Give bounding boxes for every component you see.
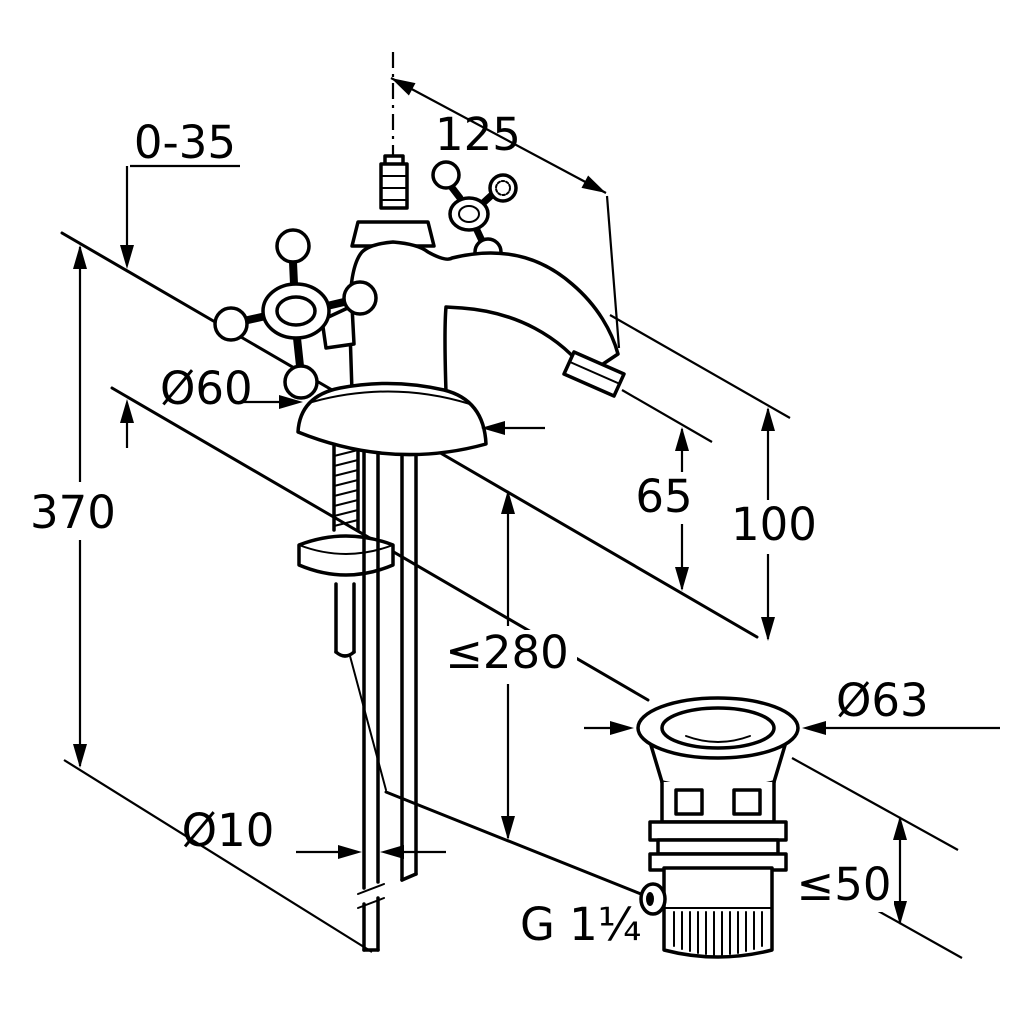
dim-label-tube-length: ≤280 — [445, 626, 569, 679]
supply-tube-front — [357, 448, 385, 952]
waste-body — [660, 782, 776, 824]
arrowhead — [338, 845, 362, 859]
dim-label-spout-height: 100 — [731, 498, 817, 551]
handle-hub — [448, 196, 490, 232]
waste-seal — [656, 838, 780, 856]
arrowhead — [802, 721, 826, 735]
supply-tube-rear — [400, 454, 418, 882]
handle-ball — [431, 160, 461, 190]
dim-label-projection: 125 — [435, 108, 521, 161]
tube-end-slant — [400, 872, 418, 882]
dim-label-height: 370 — [30, 486, 116, 539]
faucet-underdeck — [297, 444, 658, 952]
handle-hub-inner — [458, 205, 480, 223]
arrowhead — [73, 245, 87, 269]
waste-side-hole-left — [674, 788, 704, 816]
faucet-body-group — [213, 154, 626, 457]
aerator-line — [569, 361, 621, 385]
arrowhead — [675, 427, 689, 451]
popup-rod-vertical — [349, 655, 387, 791]
arrowhead — [73, 744, 87, 768]
arrowhead — [481, 421, 505, 435]
arrowhead — [893, 901, 907, 925]
dim-label-waste-diameter: Ø63 — [836, 674, 929, 727]
arrowhead — [391, 78, 416, 96]
tube-break-mark-1 — [357, 883, 385, 895]
popup-rod-diagonal — [384, 790, 658, 902]
arrowhead — [581, 175, 606, 193]
handle-ball-knurled — [488, 173, 518, 203]
waste-side-hole-right — [732, 788, 762, 816]
dim-line-125 — [390, 77, 607, 194]
tailpiece-thread-lines — [673, 911, 763, 956]
arrowhead — [761, 617, 775, 641]
left-cross-handle — [213, 228, 378, 400]
arrowhead — [120, 399, 134, 423]
ext-line-370-bottom — [63, 759, 373, 953]
handle-ball — [283, 364, 319, 400]
arrowhead — [610, 721, 634, 735]
handle-hub-inner — [275, 295, 317, 327]
dimension-lines — [73, 77, 1000, 925]
shank-thread-hatching — [333, 449, 359, 527]
shank-end-cap — [334, 650, 356, 658]
lever-lug-hole — [646, 892, 654, 906]
faucet-body-spout — [348, 240, 620, 394]
knob-shaft — [379, 162, 409, 210]
arrowhead — [501, 490, 515, 514]
mounting-nut-top-face — [298, 544, 394, 555]
dimension-labels: 125 0-35 Ø60 370 65 100 ≤280 Ø10 Ø63 ≤50… — [30, 108, 929, 951]
handle-ball — [213, 306, 249, 342]
ext-line-125 — [605, 195, 621, 349]
faucet-base — [296, 381, 488, 457]
arrowhead — [675, 567, 689, 591]
flange-cone-fill — [648, 740, 788, 789]
knob-flange — [350, 220, 436, 248]
ext-line-65-top — [621, 389, 713, 443]
faucet-base-inner-edge — [311, 390, 471, 405]
label-masks — [26, 474, 894, 912]
arrowhead — [761, 407, 775, 431]
waste-mouth-arc — [685, 735, 751, 743]
arrowhead — [501, 816, 515, 840]
dim-label-outlet-height: 65 — [635, 470, 692, 523]
arrowhead — [893, 816, 907, 840]
mounting-nut — [297, 534, 395, 577]
handle-ball — [342, 280, 378, 316]
arrowhead — [380, 845, 404, 859]
cone-right-edge — [772, 740, 788, 784]
dim-label-waste-thread: G 1¼ — [520, 898, 641, 951]
dim-label-deck-range: 0-35 — [134, 116, 236, 169]
waste-tailpiece — [662, 866, 774, 959]
knurl-detail — [495, 180, 511, 196]
arrowhead — [279, 395, 303, 409]
ext-line-50-top — [791, 757, 959, 851]
cone-left-edge — [648, 740, 664, 784]
ext-line-100-top — [609, 314, 791, 419]
handle-ball — [275, 228, 311, 264]
popup-knob — [350, 154, 436, 248]
waste-washer — [648, 820, 788, 842]
waste-flange-inner-rim — [660, 706, 776, 750]
dim-label-base-diameter: Ø60 — [160, 362, 253, 415]
dim-label-waste-range: ≤50 — [797, 858, 892, 911]
waste-assembly — [636, 696, 800, 959]
spout-outlet — [562, 350, 626, 398]
arrowhead — [120, 245, 134, 269]
dim-label-tube-diameter: Ø10 — [182, 804, 275, 857]
